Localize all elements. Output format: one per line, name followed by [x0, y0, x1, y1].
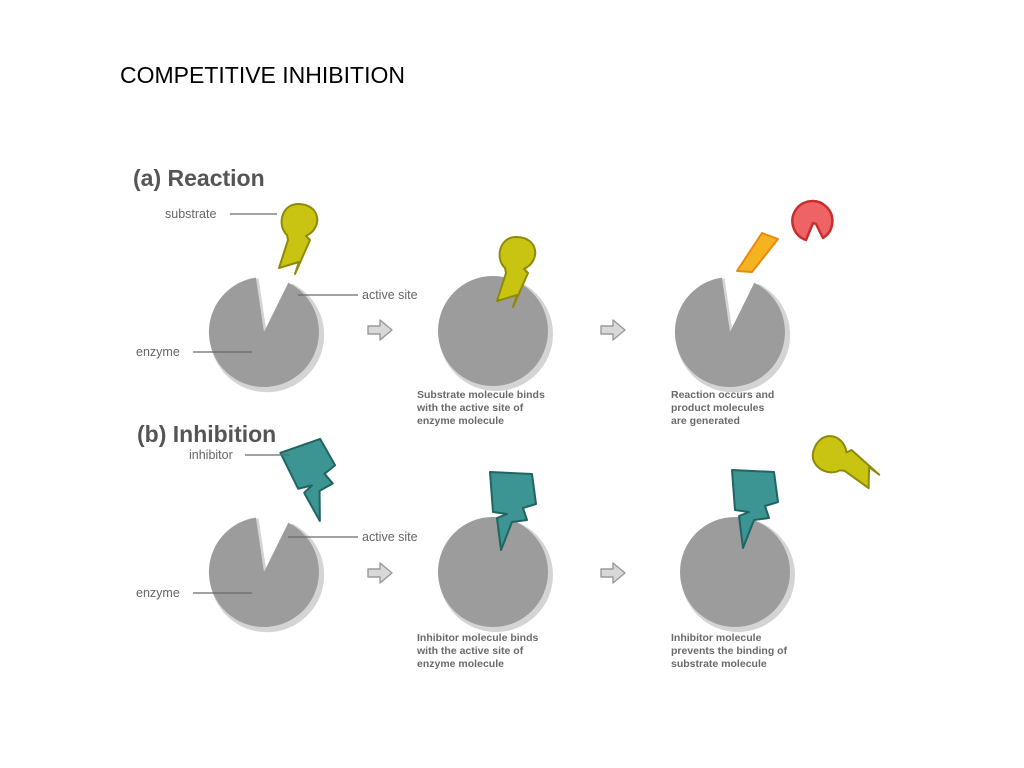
inhibition-panel-3: Inhibitor molecule prevents the binding …: [671, 430, 888, 670]
product-molecule-pacman: [791, 199, 834, 242]
enzyme-shape: [208, 277, 319, 388]
substrate-binds-caption: Substrate molecule binds with the active…: [416, 389, 548, 427]
inhibition-panel-1: inhibitor active site enzyme: [136, 434, 418, 633]
product-molecule-diamond: [736, 232, 779, 273]
reaction-panel-3: Reaction occurs and product molecules ar…: [671, 199, 834, 427]
inhibitor-label: inhibitor: [189, 448, 233, 462]
enzyme-shape: [680, 517, 790, 627]
reaction-panel-2: Substrate molecule binds with the active…: [416, 236, 553, 427]
active-site-label: active site: [362, 530, 418, 544]
enzyme-label: enzyme: [136, 586, 180, 600]
step-arrow-icon: [367, 319, 393, 341]
products-generated-caption: Reaction occurs and product molecules ar…: [671, 389, 777, 427]
inhibition-section: (b) Inhibition inhibitor active site enz…: [136, 421, 888, 670]
active-site-label: active site: [362, 288, 418, 302]
enzyme-shape: [438, 276, 548, 386]
enzyme-shape: [208, 517, 319, 628]
inhibition-heading: (b) Inhibition: [137, 421, 276, 447]
inhibitor-molecule: [279, 434, 354, 527]
reaction-panel-1: substrate active site enzyme: [136, 203, 418, 393]
reaction-heading: (a) Reaction: [133, 165, 265, 191]
enzyme-shape: [438, 517, 548, 627]
step-arrow-icon: [600, 319, 626, 341]
enzyme-shape: [674, 277, 785, 388]
substrate-blocked-caption: Inhibitor molecule prevents the binding …: [671, 632, 790, 670]
slide-title: COMPETITIVE INHIBITION: [120, 62, 405, 88]
blocked-substrate-molecule: [806, 430, 888, 491]
inhibition-panel-2: Inhibitor molecule binds with the active…: [416, 471, 553, 670]
substrate-label: substrate: [165, 207, 216, 221]
step-arrow-icon: [367, 562, 393, 584]
substrate-molecule: [278, 203, 319, 275]
step-arrow-icon: [600, 562, 626, 584]
enzyme-label: enzyme: [136, 345, 180, 359]
reaction-section: (a) Reaction substrate active site enzym…: [133, 165, 834, 427]
inhibitor-binds-caption: Inhibitor molecule binds with the active…: [416, 632, 541, 670]
